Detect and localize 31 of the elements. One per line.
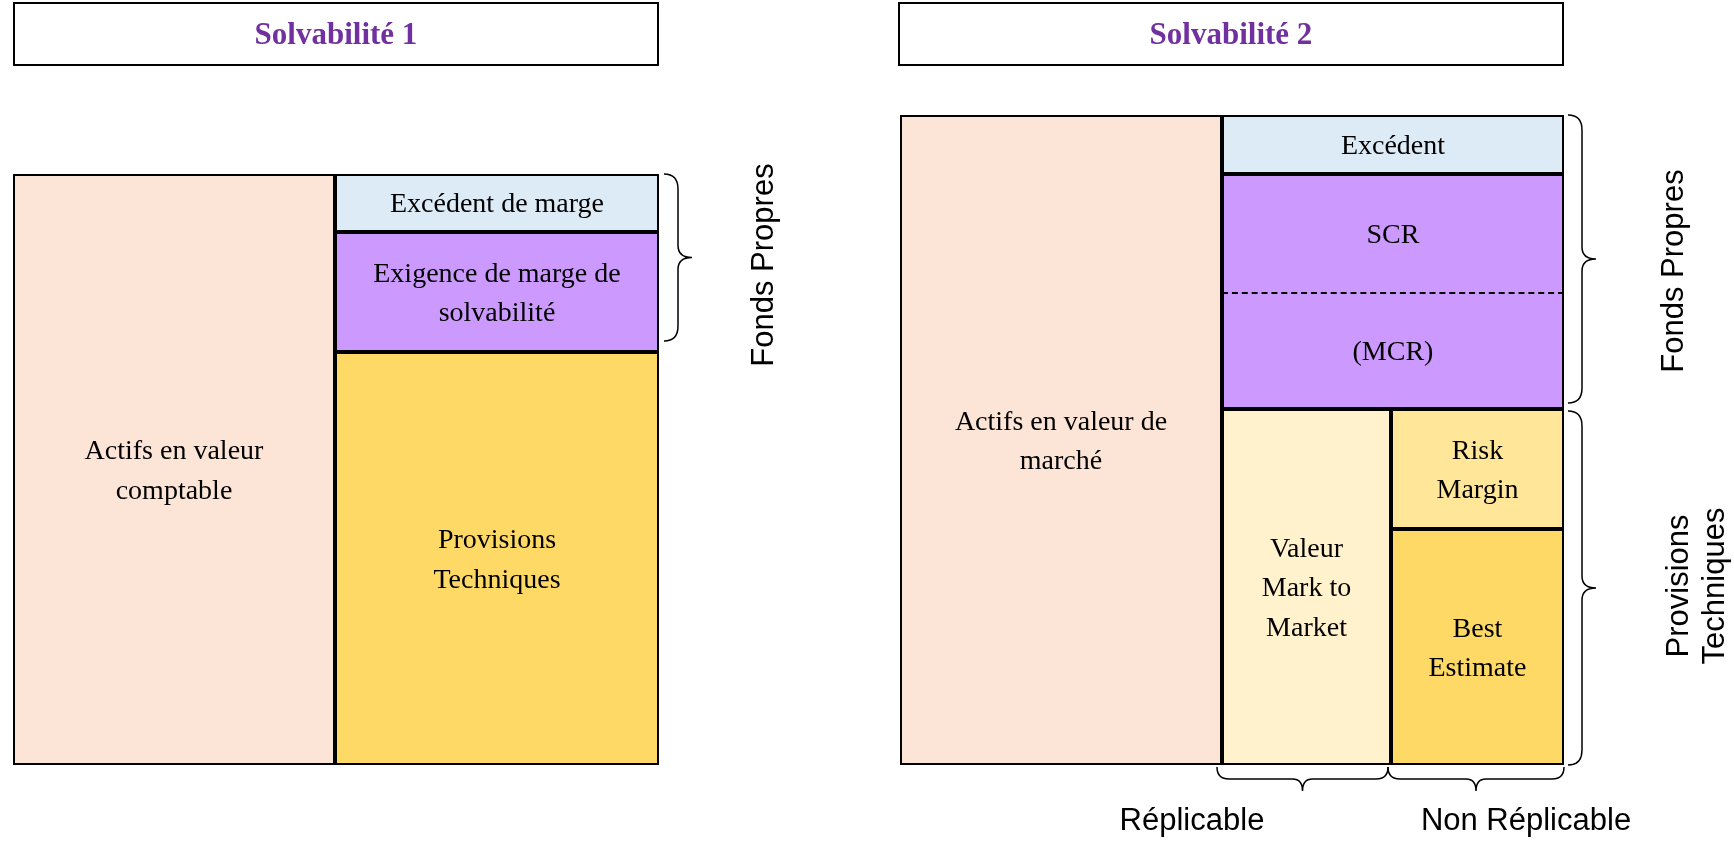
block-label: Risk Margin: [1435, 432, 1520, 506]
brace-label: Réplicable: [1119, 802, 1265, 838]
balance-sheet-block: [1222, 115, 1564, 174]
title-box: [13, 2, 659, 66]
block-label: SCR: [1366, 217, 1420, 252]
block-label: Provisions Techniques: [432, 522, 562, 596]
balance-sheet-block: [1222, 409, 1391, 765]
block-label: Actifs en valeur comptable: [83, 433, 265, 507]
block-label: Exigence de marge de solvabilité: [372, 255, 622, 329]
block-label: Best Estimate: [1427, 610, 1528, 684]
block-label: Excédent de marge: [389, 186, 604, 221]
title-box: [898, 2, 1564, 66]
balance-sheet-block: [1222, 174, 1564, 294]
brace-label: Fonds Propres: [1655, 169, 1691, 373]
brace-label: Fonds Propres: [745, 163, 781, 367]
title-box-label: Solvabilité 1: [254, 15, 418, 54]
balance-sheet-block: [335, 232, 659, 352]
balance-sheet-block: [335, 352, 659, 765]
block-label: (MCR): [1352, 333, 1434, 368]
brace-label: Non Réplicable: [1420, 802, 1632, 838]
block-label: Excédent: [1340, 127, 1446, 162]
balance-sheet-block: [1391, 529, 1564, 765]
balance-sheet-block: [13, 174, 335, 765]
block-label: Actifs en valeur de marché: [953, 403, 1169, 477]
balance-sheet-block: [1222, 294, 1564, 409]
balance-sheet-block: [335, 174, 659, 232]
brace-label: Provisions Techniques: [1660, 506, 1732, 667]
balance-sheet-block: [900, 115, 1222, 765]
block-label: Valeur Mark to Market: [1260, 531, 1353, 644]
title-box-label: Solvabilité 2: [1149, 15, 1313, 54]
balance-sheet-block: [1391, 409, 1564, 529]
